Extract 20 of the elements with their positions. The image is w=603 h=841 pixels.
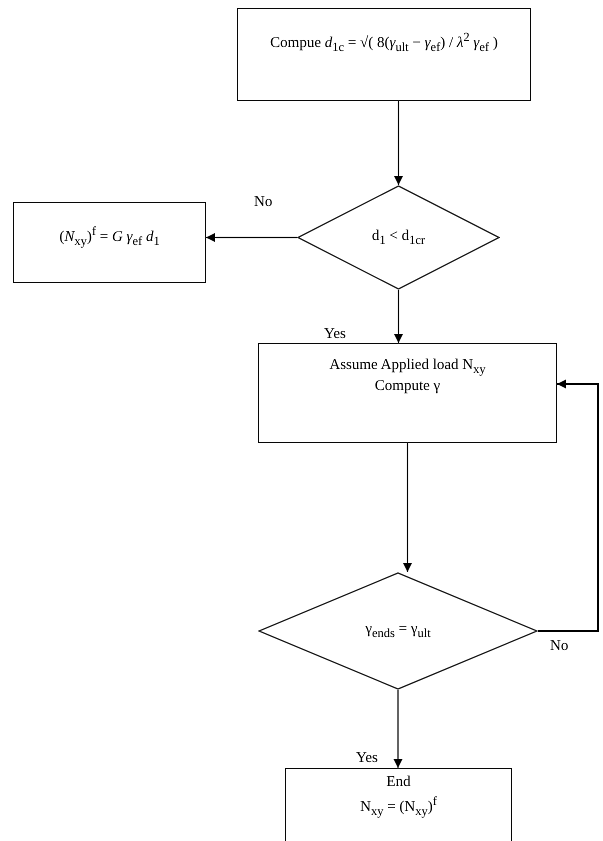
formula-text: γ$_{ends}$ = γ$_{ult}$	[365, 620, 431, 642]
formula-text: (N$_{xy}$)$^{f}$ = G γ$_{ef}$ d$_{1}$	[59, 223, 160, 250]
formula-text: End	[386, 773, 411, 792]
process-box	[237, 8, 531, 101]
arrow	[394, 101, 403, 185]
arrow	[394, 290, 403, 343]
formula-text: N$_{xy}$ = (N$_{xy}$)$^{f}$	[360, 792, 437, 819]
formula-text: Assume Applied load N$_{xy}$	[329, 356, 486, 378]
arrow	[394, 690, 402, 768]
process-box	[258, 343, 557, 443]
arrow	[403, 443, 412, 572]
formula-text: Compute γ	[374, 377, 440, 396]
decision-diamond	[297, 185, 500, 290]
formula-text: d$_{1}$ < d$_{1cr}$	[372, 226, 426, 248]
decision-diamond	[258, 572, 538, 690]
process-box	[285, 768, 512, 841]
arrow	[538, 380, 599, 632]
process-box	[13, 202, 206, 283]
arrow	[206, 233, 297, 242]
formula-text: Compue d$_{1c}$ = √( 8(γ$_{ult}$ − γ$_{ef}$) / λ$^{2}$ γ$_{ef}$ )	[270, 29, 498, 56]
